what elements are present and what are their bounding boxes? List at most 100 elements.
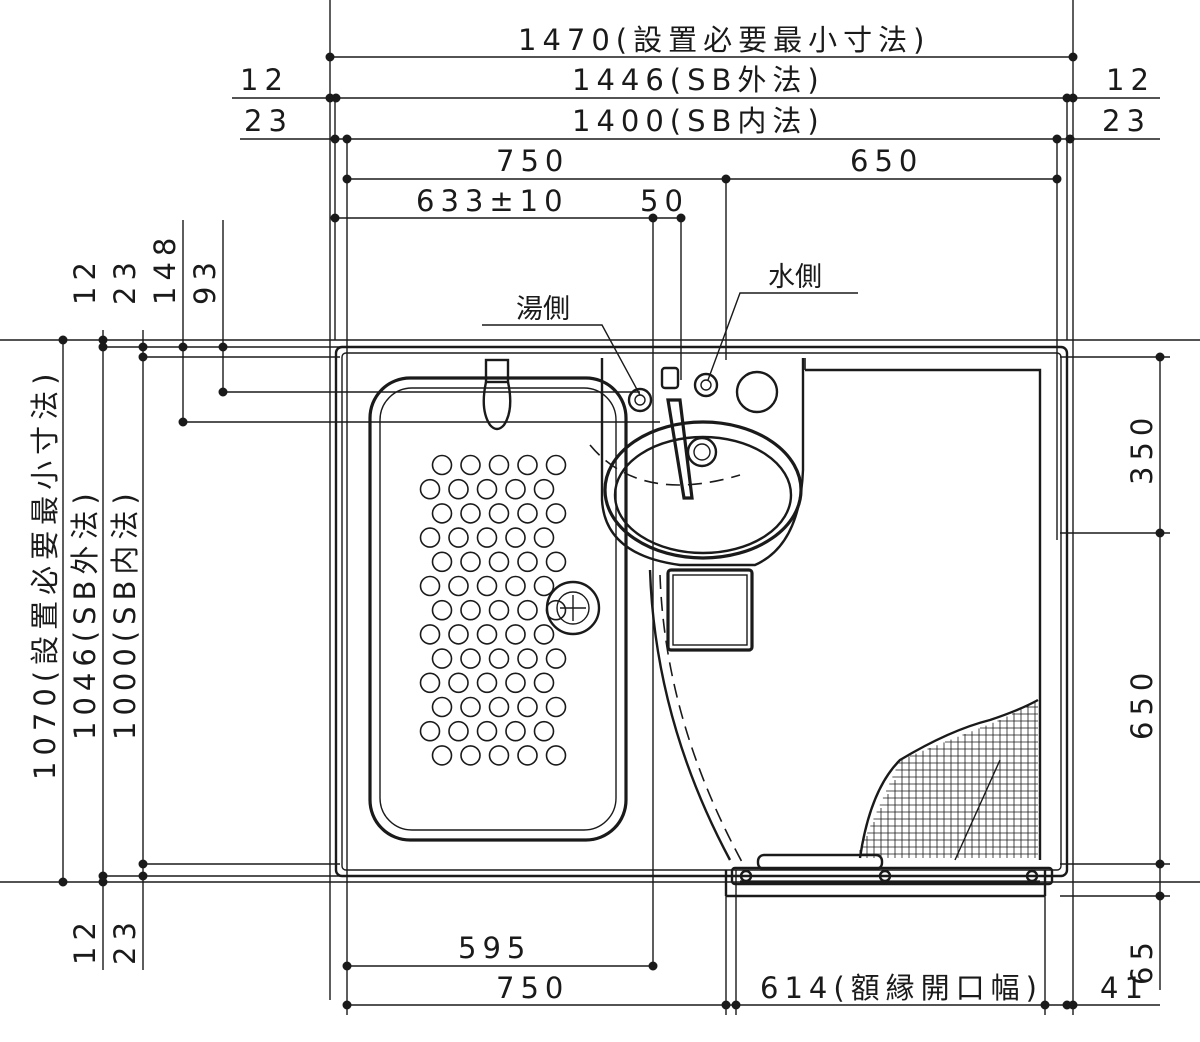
- anti-slip-dot: [431, 745, 453, 766]
- dim-span-750-bottom: 750: [496, 971, 569, 1005]
- anti-slip-dot: [431, 503, 453, 524]
- callout-labels: 湯側 水側: [516, 262, 822, 325]
- anti-slip-dot: [419, 720, 441, 742]
- label-hot-side: 湯側: [516, 294, 570, 325]
- anti-slip-dot: [460, 648, 481, 669]
- anti-slip-dot: [448, 575, 469, 597]
- top-dimension-lines: [232, 56, 1160, 219]
- anti-slip-dot: [533, 624, 555, 645]
- left-dimension-lines: [62, 220, 660, 970]
- dim-right-12: 12: [1106, 63, 1155, 97]
- anti-slip-dot: [488, 551, 510, 573]
- anti-slip-dot: [517, 503, 538, 524]
- anti-slip-dot: [533, 672, 555, 694]
- bottom-dimension-dots: [342, 961, 1078, 1010]
- anti-slip-dot: [448, 720, 469, 742]
- washing-floor: [648, 358, 1042, 863]
- anti-slip-dot: [419, 624, 441, 645]
- dim-top-93: 93: [188, 256, 222, 305]
- anti-slip-dot: [545, 745, 567, 766]
- dim-sb-inner-width: 1400(SB内法): [572, 104, 825, 138]
- anti-slip-dot: [476, 672, 498, 694]
- left-dimension-dots: [58, 335, 228, 887]
- anti-slip-dot: [448, 527, 469, 548]
- dim-span-633: 633±10: [416, 184, 569, 218]
- anti-slip-dot: [488, 696, 510, 718]
- anti-slip-dot: [545, 696, 567, 718]
- anti-slip-dot: [448, 672, 469, 694]
- label-cold-side: 水側: [768, 262, 822, 293]
- anti-slip-dot: [488, 599, 510, 621]
- anti-slip-dot: [533, 478, 555, 500]
- anti-slip-dot: [517, 454, 538, 476]
- anti-slip-dot: [476, 478, 498, 500]
- anti-slip-dot: [488, 648, 510, 669]
- dim-span-595: 595: [458, 931, 531, 965]
- dim-overall-min-width: 1470(設置必要最小寸法): [518, 23, 930, 57]
- anti-slip-dot: [545, 648, 567, 669]
- door-assembly: [730, 853, 1054, 886]
- bathtub: [368, 358, 628, 842]
- anti-slip-dot: [505, 478, 526, 500]
- anti-slip-dot: [419, 478, 441, 500]
- right-dimension-labels: 350 650 65: [1125, 412, 1159, 985]
- anti-slip-dot: [533, 575, 555, 597]
- anti-slip-dot: [460, 696, 481, 718]
- anti-slip-dot: [431, 696, 453, 718]
- bottom-dimension-labels: 595 750 614(額縁開口幅) 41: [458, 931, 1143, 1005]
- dim-sb-inner-depth: 1000(SB内法): [108, 487, 142, 740]
- floor-hatch: [859, 702, 1038, 858]
- anti-slip-dot: [460, 454, 481, 476]
- anti-slip-dot: [488, 454, 510, 476]
- anti-slip-dot: [476, 527, 498, 548]
- anti-slip-dot: [460, 551, 481, 573]
- leader-lines: [482, 292, 858, 396]
- dim-span-650-right: 650: [1125, 667, 1159, 740]
- anti-slip-dot: [431, 551, 453, 573]
- dim-sb-outer-depth: 1046(SB外法): [68, 487, 102, 740]
- anti-slip-dot: [419, 575, 441, 597]
- anti-slip-dot: [545, 599, 567, 621]
- extension-lines: [0, 0, 1200, 1015]
- top-dimension-dots: [325, 52, 1078, 223]
- anti-slip-dot: [533, 720, 555, 742]
- anti-slip-dot: [505, 527, 526, 548]
- anti-slip-dot: [419, 672, 441, 694]
- wash-basin: [589, 358, 805, 567]
- anti-slip-dot: [545, 551, 567, 573]
- right-dimension-dots: [1155, 352, 1165, 901]
- anti-slip-dot: [476, 720, 498, 742]
- dim-top-23: 23: [108, 256, 142, 305]
- anti-slip-dot: [545, 503, 567, 524]
- anti-slip-dot: [460, 599, 481, 621]
- shelf: [666, 568, 754, 652]
- anti-slip-dot: [476, 575, 498, 597]
- dim-sb-outer-width: 1446(SB外法): [572, 63, 825, 97]
- dim-span-65: 65: [1125, 936, 1159, 985]
- dim-top-12: 12: [68, 256, 102, 305]
- anti-slip-dot: [448, 624, 469, 645]
- anti-slip-dot: [545, 454, 567, 476]
- dim-left-23: 23: [244, 104, 293, 138]
- anti-slip-dot: [448, 478, 469, 500]
- dim-span-650: 650: [850, 144, 923, 178]
- bottom-dimension-lines: [347, 965, 1160, 1006]
- anti-slip-dot: [476, 624, 498, 645]
- anti-slip-dot: [533, 527, 555, 548]
- anti-slip-dot: [431, 454, 453, 476]
- anti-slip-dot: [431, 648, 453, 669]
- anti-slip-dot: [419, 527, 441, 548]
- anti-slip-dot: [517, 551, 538, 573]
- dim-door-opening: 614(額縁開口幅): [760, 971, 1043, 1005]
- dim-span-350: 350: [1125, 412, 1159, 485]
- dim-bottom-12: 12: [68, 916, 102, 965]
- anti-slip-dot: [505, 672, 526, 694]
- top-dimension-labels: 1470(設置必要最小寸法) 1446(SB外法) 1400(SB内法) 12 …: [240, 23, 1155, 218]
- anti-slip-dot: [517, 696, 538, 718]
- anti-slip-dot: [517, 745, 538, 766]
- anti-slip-dot: [431, 599, 453, 621]
- left-dimension-labels: 1070(設置必要最小寸法) 1046(SB外法) 1000(SB内法) 12 …: [28, 232, 222, 965]
- dim-span-750: 750: [496, 144, 569, 178]
